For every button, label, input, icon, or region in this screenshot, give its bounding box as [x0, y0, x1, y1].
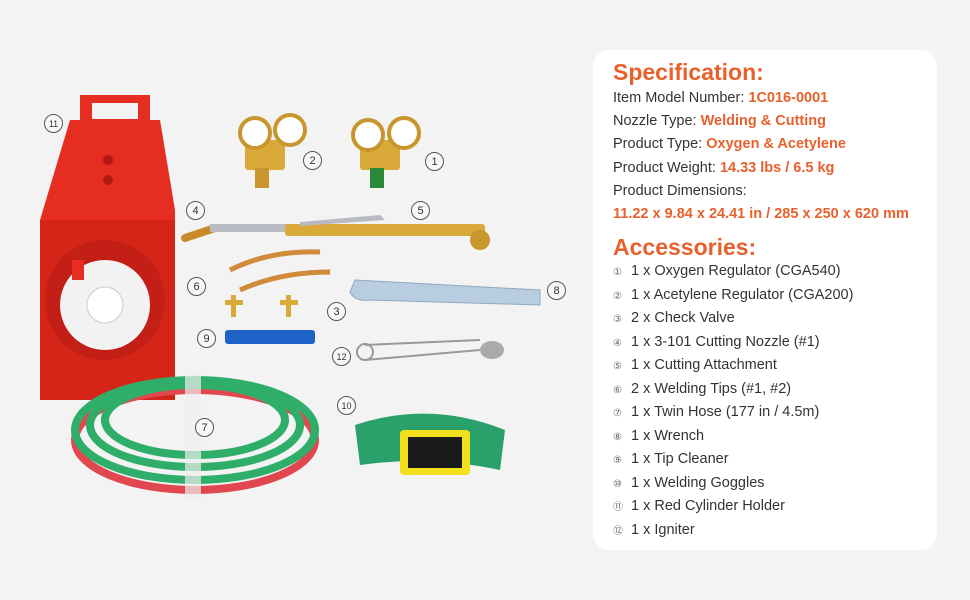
accessory-item: ⑤ 1 x Cutting Attachment: [613, 357, 777, 373]
accessory-text: 1 x Welding Goggles: [631, 474, 765, 491]
welding-goggles: [355, 413, 505, 475]
spec-value: 1C016-0001: [748, 90, 829, 106]
accessory-item: ⑪ 1 x Red Cylinder Holder: [613, 498, 785, 514]
spec-dimensions-value: 11.22 x 9.84 x 24.41 in / 285 x 250 x 62…: [613, 206, 909, 222]
accessory-item: ② 1 x Acetylene Regulator (CGA200): [613, 287, 853, 303]
spec-label: Item Model Number:: [613, 90, 749, 106]
igniter: [356, 339, 504, 361]
accessory-text: 1 x Tip Cleaner: [631, 451, 729, 467]
accessory-text: 1 x Acetylene Regulator (CGA200): [631, 286, 854, 303]
accessory-number: ④: [613, 337, 622, 349]
accessory-number: ③: [613, 314, 622, 325]
accessory-text: 2 x Welding Tips (#1, #2): [631, 380, 792, 397]
product-illustration: [40, 95, 541, 500]
wrench: [349, 279, 541, 306]
spec-value: 11.22 x 9.84 x 24.41 in / 285 x 250 x 62…: [613, 206, 909, 222]
callout-9: 9: [197, 329, 216, 348]
accessory-number: ⑪: [613, 502, 623, 513]
accessory-text: 1 x Cutting Attachment: [631, 357, 777, 373]
accessory-number: ⑩: [613, 478, 622, 490]
accessory-number: ⑫: [613, 525, 623, 537]
accessory-item: ④ 1 x 3-101 Cutting Nozzle (#1): [613, 334, 820, 350]
callout-1: 1: [425, 152, 444, 171]
accessory-item: ⑫ 1 x Igniter: [613, 522, 695, 538]
accessory-item: ① 1 x Oxygen Regulator (CGA540): [613, 263, 841, 279]
accessory-item: ⑨ 1 x Tip Cleaner: [613, 451, 729, 467]
callout-5: 5: [411, 201, 430, 220]
spec-value: 14.33 lbs / 6.5 kg: [719, 160, 835, 176]
callout-12: 12: [332, 347, 351, 366]
spec-label: Product Dimensions:: [613, 183, 747, 199]
accessory-number: ⑥: [613, 384, 622, 396]
spec-panel: Specification: Item Model Number: 1C016-…: [593, 50, 937, 550]
accessory-number: ①: [613, 267, 622, 278]
accessory-item: ⑦ 1 x Twin Hose (177 in / 4.5m): [613, 404, 819, 420]
accessory-text: 2 x Check Valve: [631, 310, 735, 326]
callout-4: 4: [186, 201, 205, 220]
callout-3: 3: [327, 302, 346, 321]
tip-cleaner: [225, 330, 315, 344]
cutting-attachment: [181, 215, 490, 250]
accessory-number: ⑨: [613, 455, 622, 466]
oxygen-regulator: [351, 116, 421, 188]
accessories-title: Accessories:: [613, 234, 757, 260]
accessory-number: ⑤: [613, 361, 622, 372]
callout-2: 2: [303, 151, 322, 170]
spec-label: Product Weight:: [613, 160, 720, 176]
accessory-number: ②: [613, 290, 622, 302]
specification-title: Specification:: [613, 59, 764, 85]
accessory-text: 1 x Red Cylinder Holder: [631, 498, 785, 514]
callout-7: 7: [195, 418, 214, 437]
accessory-item: ⑩ 1 x Welding Goggles: [613, 475, 765, 491]
accessory-text: 1 x Igniter: [631, 521, 695, 538]
spec-row-model: Item Model Number: 1C016-0001: [613, 90, 828, 106]
check-valves: [225, 295, 298, 317]
twin-hose: [71, 370, 319, 500]
spec-row-weight: Product Weight: 14.33 lbs / 6.5 kg: [613, 160, 834, 176]
accessory-text: 1 x Wrench: [631, 427, 705, 444]
accessory-item: ⑥ 2 x Welding Tips (#1, #2): [613, 381, 791, 397]
callout-6: 6: [187, 277, 206, 296]
callout-8: 8: [547, 281, 566, 300]
accessory-number: ⑦: [613, 408, 622, 419]
accessory-text: 1 x 3-101 Cutting Nozzle (#1): [631, 333, 820, 350]
spec-value: Oxygen & Acetylene: [706, 136, 846, 152]
accessory-item: ③ 2 x Check Valve: [613, 310, 735, 326]
spec-row-nozzle: Nozzle Type: Welding & Cutting: [613, 113, 826, 129]
accessory-text: 1 x Oxygen Regulator (CGA540): [631, 263, 841, 279]
spec-label: Nozzle Type:: [613, 113, 701, 129]
callout-10: 10: [337, 396, 356, 415]
spec-row-type: Product Type: Oxygen & Acetylene: [613, 136, 846, 152]
spec-row-dimensions: Product Dimensions:: [613, 183, 747, 199]
welding-tips: [228, 249, 331, 293]
spec-value: Welding & Cutting: [700, 113, 826, 129]
accessory-item: ⑧ 1 x Wrench: [613, 428, 704, 444]
accessory-number: ⑧: [613, 431, 622, 443]
red-cylinder-holder: [40, 95, 175, 400]
spec-label: Product Type:: [613, 136, 707, 152]
acetylene-regulator: [238, 113, 307, 188]
accessory-text: 1 x Twin Hose (177 in / 4.5m): [631, 404, 820, 420]
callout-11: 11: [44, 114, 63, 133]
